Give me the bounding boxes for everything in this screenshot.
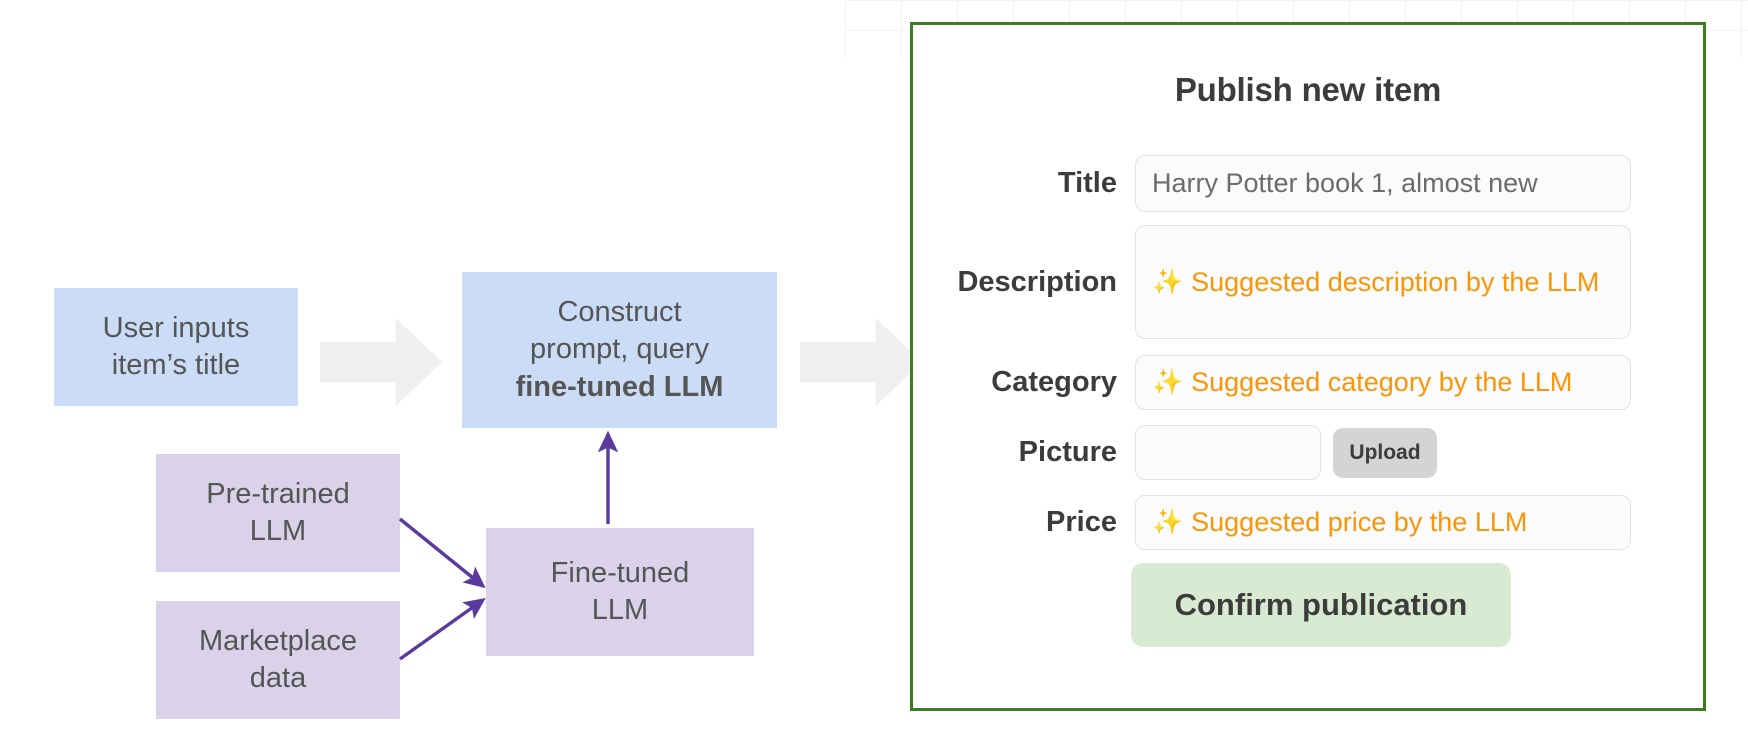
sparkle-icon: ✨ — [1152, 267, 1184, 296]
input-price-value: Suggested price by the LLM — [1191, 507, 1528, 537]
arrow-marketplace-to-finetuned-icon — [399, 598, 486, 661]
form-row-category: Category ✨ Suggested category by the LLM — [913, 355, 1631, 410]
upload-button[interactable]: Upload — [1333, 427, 1437, 478]
input-description-value: Suggested description by the LLM — [1191, 266, 1600, 297]
form-row-picture: Picture Upload — [913, 425, 1437, 480]
input-title[interactable]: Harry Potter book 1, almost new — [1135, 155, 1631, 212]
arrow-pretrained-to-finetuned-icon — [398, 517, 486, 589]
input-description[interactable]: ✨ Suggested description by the LLM — [1135, 225, 1631, 339]
form-row-title: Title Harry Potter book 1, almost new — [913, 155, 1631, 212]
label-category: Category — [991, 366, 1117, 398]
publish-item-panel: Publish new item Title Harry Potter book… — [910, 22, 1706, 711]
form-row-price: Price ✨ Suggested price by the LLM — [913, 495, 1631, 550]
input-title-value: Harry Potter book 1, almost new — [1152, 168, 1538, 198]
input-picture[interactable] — [1135, 425, 1321, 480]
confirm-publication-button[interactable]: Confirm publication — [1131, 563, 1511, 647]
label-description: Description — [957, 265, 1117, 298]
flow-box-construct-prompt-label: Construct prompt, query fine-tuned LLM — [515, 296, 724, 403]
input-category-value: Suggested category by the LLM — [1191, 367, 1573, 397]
sparkle-icon: ✨ — [1152, 508, 1184, 536]
label-title: Title — [1057, 167, 1117, 199]
label-picture: Picture — [1018, 436, 1117, 468]
block-arrow-construct-to-panel-icon — [800, 318, 922, 406]
input-category[interactable]: ✨ Suggested category by the LLM — [1135, 355, 1631, 410]
form-row-description: Description ✨ Suggested description by t… — [913, 225, 1631, 339]
block-arrow-user-to-construct-icon — [320, 318, 442, 406]
input-price[interactable]: ✨ Suggested price by the LLM — [1135, 495, 1631, 550]
flow-box-construct-prompt: Construct prompt, query fine-tuned LLM — [462, 272, 777, 428]
label-price: Price — [1046, 506, 1117, 538]
sparkle-icon: ✨ — [1152, 368, 1184, 396]
panel-title: Publish new item — [1174, 71, 1442, 108]
